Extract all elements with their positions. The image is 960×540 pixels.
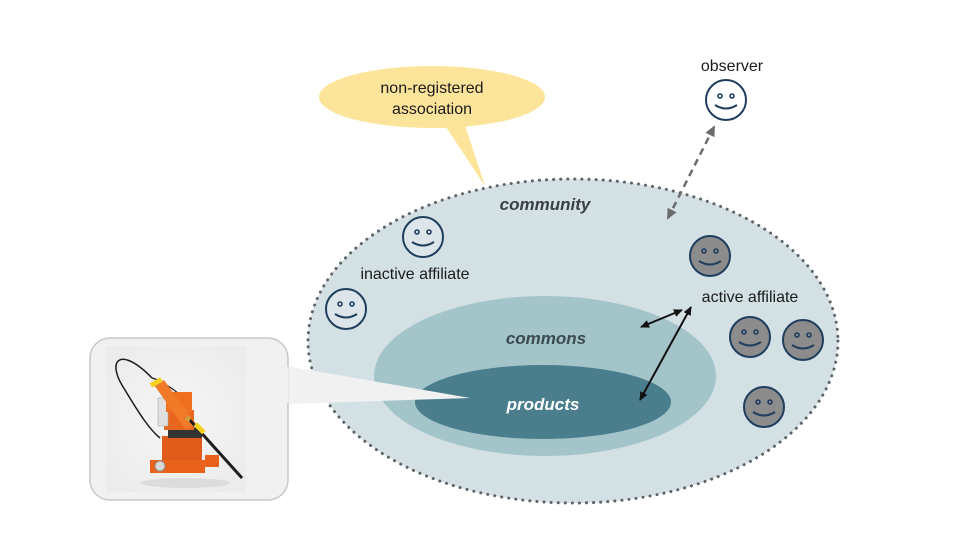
product-image[interactable] [106,346,246,492]
active-affiliate-face-icon [782,319,824,361]
commons-label: commons [506,329,586,348]
products-label: products [506,395,580,414]
active-affiliate-face-icon [689,235,731,277]
community-label: community [500,195,592,214]
product-image-callout [89,337,470,501]
observer-interaction-arrow [666,125,716,220]
active-affiliate-face-icon [743,386,785,428]
observer-face-icon [705,79,747,121]
active-to-products-arrow [639,306,692,401]
inactive-affiliate-label: inactive affiliate [360,266,469,283]
association-label-line2: association [392,101,472,118]
active-affiliate-face-icon [729,316,771,358]
image-callout-pointer [286,366,470,404]
association-callout: non-registered association [319,66,545,186]
observer-label: observer [701,58,764,75]
association-callout-bubble [319,66,545,128]
inactive-affiliate-face-icon [402,216,444,258]
inactive-affiliate-face-icon [325,288,367,330]
association-callout-tail [440,116,485,186]
active-affiliate-label: active affiliate [702,289,799,306]
association-label-line1: non-registered [380,80,483,97]
products-ellipse [415,365,671,439]
